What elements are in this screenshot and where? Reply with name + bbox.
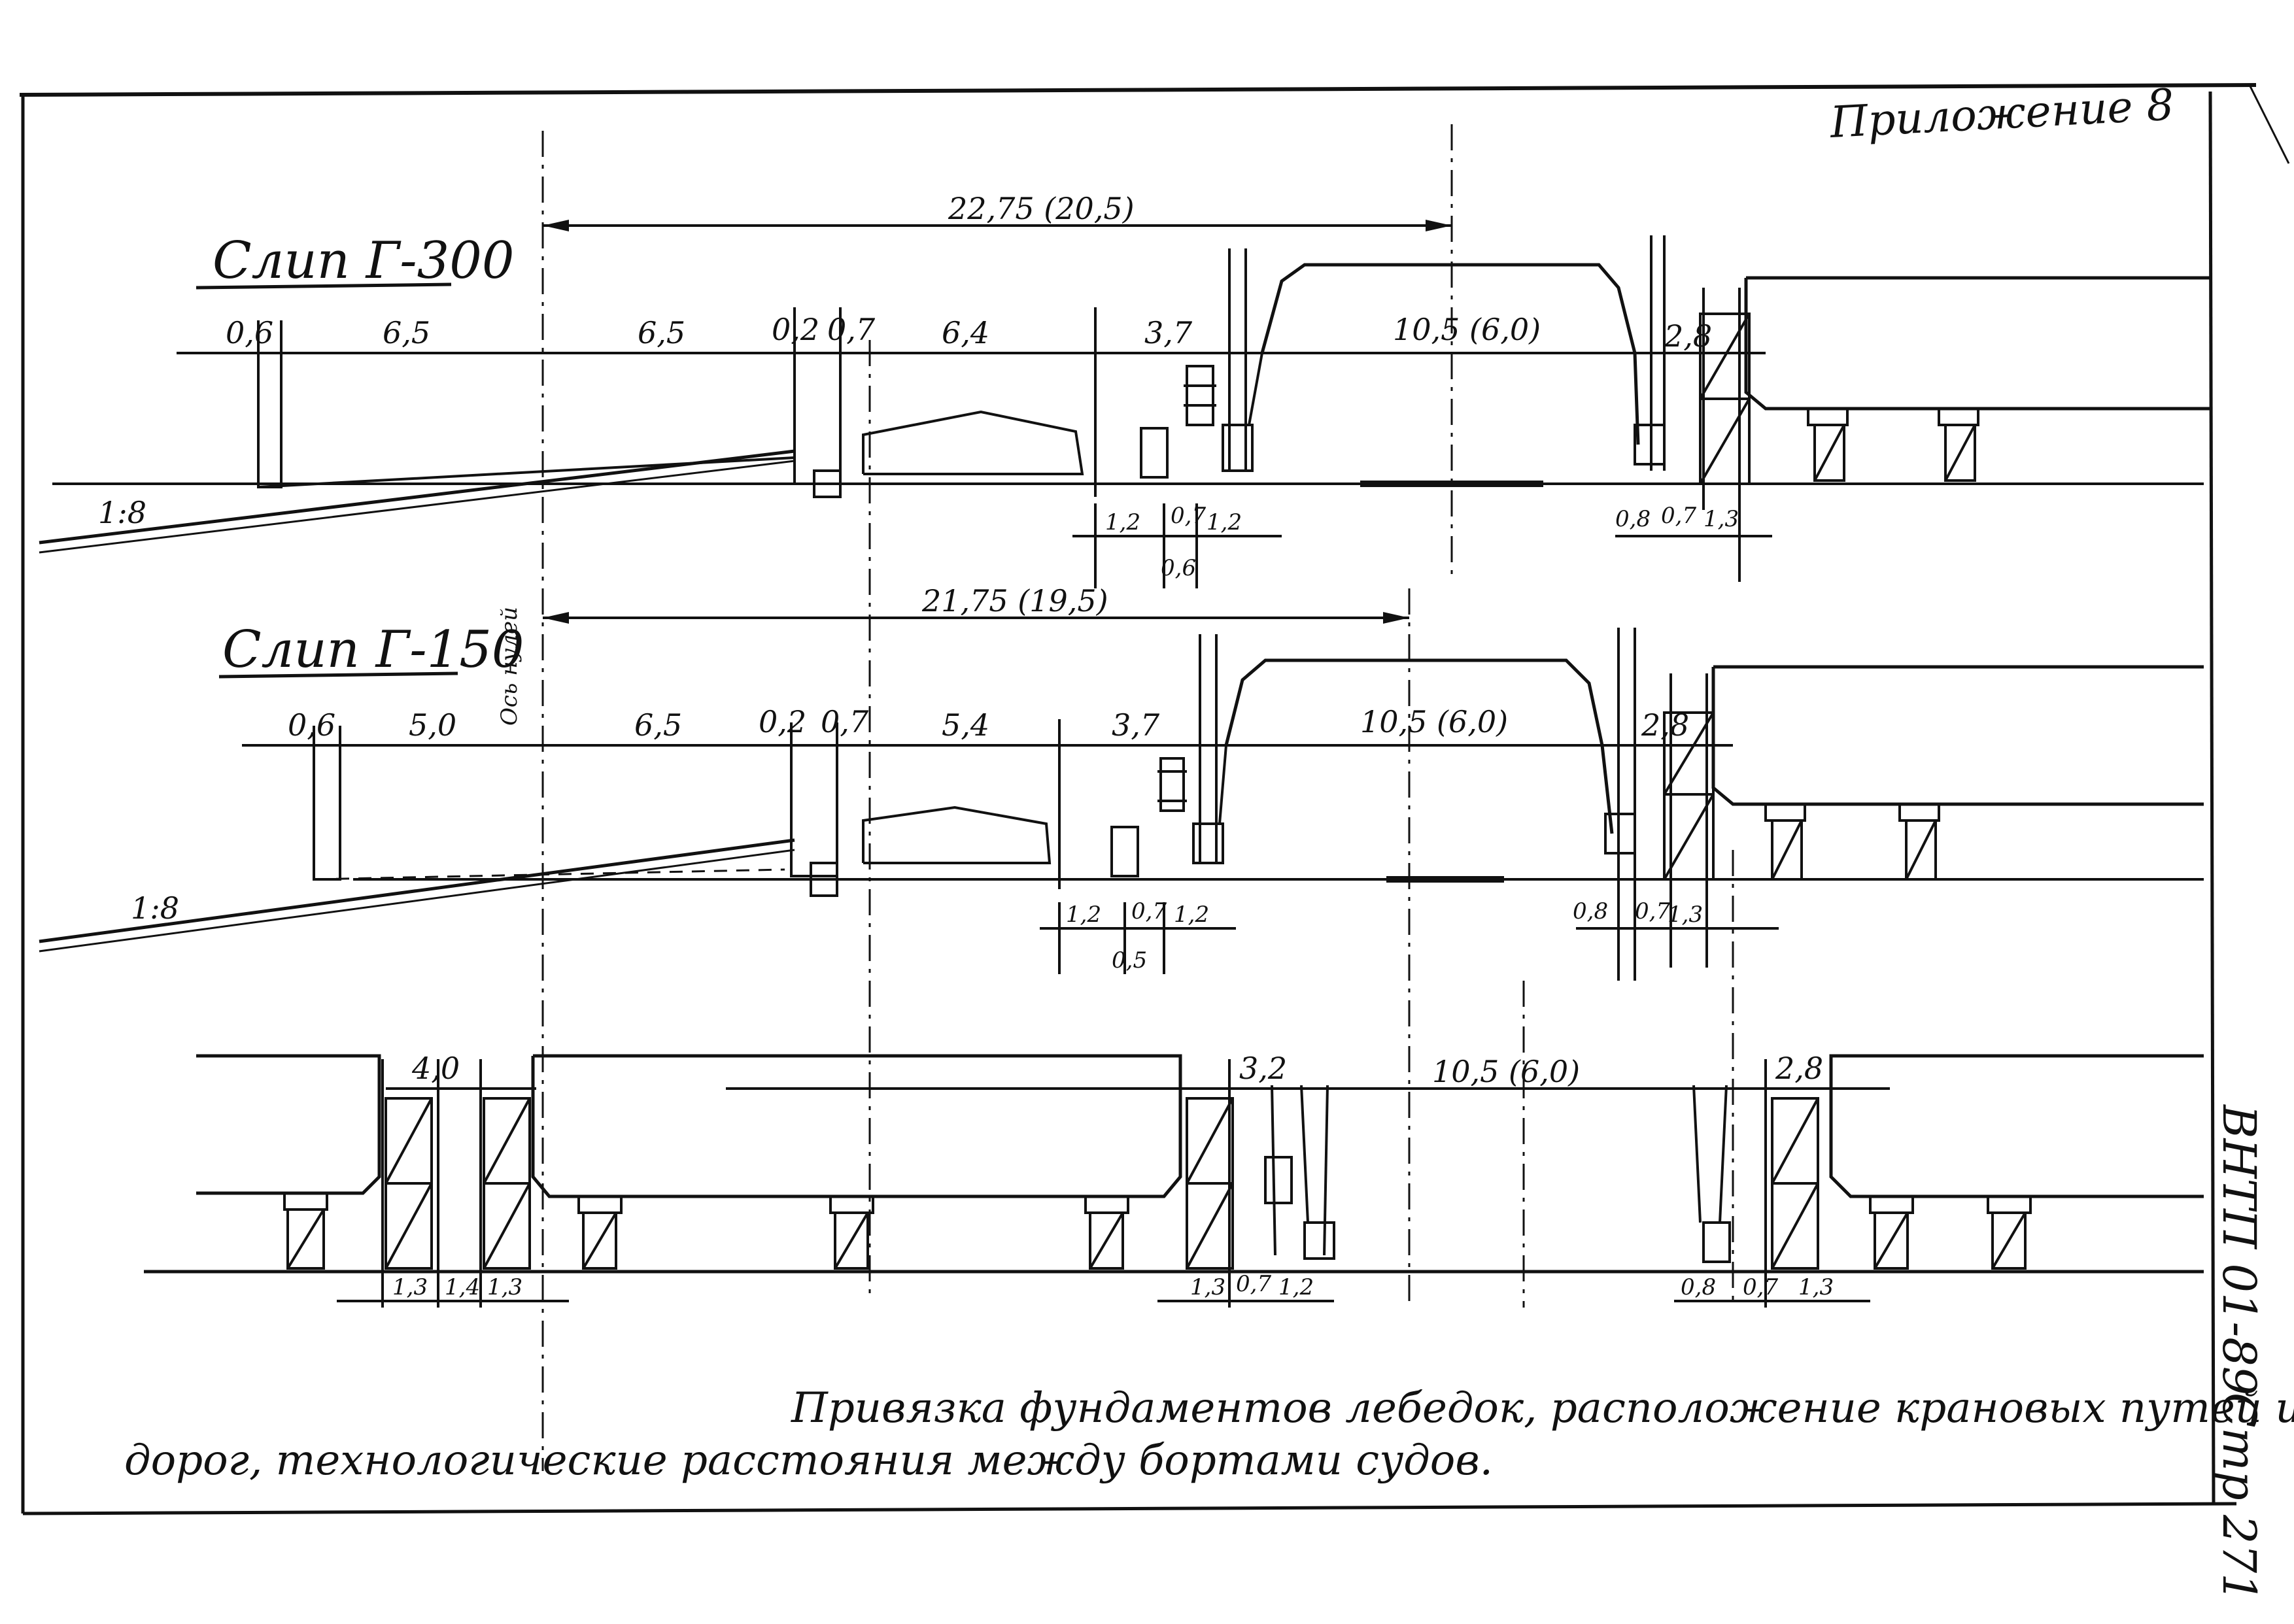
g150-dim-5: 0,7: [821, 704, 869, 739]
g300-bottom-7: 1,3: [1703, 506, 1739, 532]
g150-dim-6: 5,4: [942, 707, 989, 743]
g300-bottom-1: 1,2: [1105, 509, 1140, 535]
ships-dim-1: 4,0: [411, 1051, 460, 1086]
zero-axis-label: Ось нулей: [496, 607, 522, 726]
ships-bottom-1: 1,3: [392, 1274, 428, 1300]
g150-bottom-1: 1,2: [1066, 902, 1101, 928]
g300-dim-1: 0,6: [226, 315, 273, 350]
g150-dim-2: 5,0: [409, 707, 456, 743]
ships-bottom-3: 1,3: [487, 1274, 522, 1300]
page-number: Стр 271: [2212, 1393, 2266, 1602]
ships-bottom-7: 0,8: [1681, 1274, 1716, 1300]
slip-g150-overall-dim: 21,75 (19,5): [921, 583, 1108, 618]
caption-line-2: дорог, технологические расстояния между …: [124, 1436, 1493, 1485]
g300-dim-8: 10,5 (6,0): [1393, 312, 1541, 347]
g300-bottom-4: 0,6: [1161, 555, 1196, 581]
g300-dim-3: 6,5: [638, 315, 685, 350]
ships-bottom-8: 0,7: [1743, 1274, 1778, 1300]
slip-g300-overall-dim: 22,75 (20,5): [948, 191, 1135, 226]
g150-dim-3: 6,5: [634, 707, 682, 743]
slip-g300-section: Слип Г-300 22,75 (20,5) 0,6 6,5 6,5 0,2 …: [39, 191, 2210, 588]
g150-bottom-5: 0,8: [1573, 898, 1608, 924]
ships-dim-3: 10,5 (6,0): [1432, 1054, 1580, 1089]
ships-dim-2: 3,2: [1239, 1051, 1287, 1086]
g300-dim-2: 6,5: [383, 315, 430, 350]
g150-bottom-7: 1,3: [1668, 902, 1703, 928]
g150-dim-1: 0,6: [288, 707, 335, 743]
g150-bottom-6: 0,7: [1635, 898, 1670, 924]
g150-dim-8: 10,5 (6,0): [1360, 704, 1508, 739]
slip-g150-title: Слип Г-150: [222, 620, 524, 679]
slip-g150-section: Слип Г-150 Ось нулей 21,75 (19,5) 0,6 5,…: [39, 583, 2204, 981]
g300-bottom-2: 0,7: [1171, 503, 1206, 529]
g300-bottom-5: 0,8: [1615, 506, 1651, 532]
g300-bottom-3: 1,2: [1207, 509, 1242, 535]
document-code: ВНТП 01-89: [2212, 1104, 2266, 1395]
g300-slope: 1:8: [98, 495, 146, 530]
g150-slope: 1:8: [131, 890, 179, 926]
ships-bottom-2: 1,4: [445, 1274, 480, 1300]
ships-bottom-6: 1,2: [1278, 1274, 1314, 1300]
g150-bottom-2: 0,7: [1131, 898, 1167, 924]
appendix-label: Приложение 8: [1828, 80, 2175, 148]
g300-dim-6: 6,4: [942, 315, 989, 350]
g150-bottom-4: 0,5: [1112, 947, 1147, 973]
axis-lines: [541, 124, 1734, 1471]
g300-dim-7: 3,7: [1144, 315, 1193, 350]
g300-dim-5: 0,7: [827, 312, 876, 347]
g300-dim-9: 2,8: [1664, 318, 1712, 354]
caption-line-1: Привязка фундаментов лебедок, расположен…: [791, 1384, 2294, 1432]
ships-bottom-5: 0,7: [1236, 1271, 1271, 1297]
g150-dim-4: 0,2: [759, 704, 806, 739]
sheet-border: [19, 83, 2290, 1515]
g150-dim-7: 3,7: [1112, 707, 1160, 743]
g150-bottom-3: 1,2: [1174, 902, 1209, 928]
ship-rows-section: 4,0 3,2 10,5 (6,0) 2,8: [144, 1051, 2204, 1308]
ships-dim-4: 2,8: [1775, 1051, 1823, 1086]
g300-bottom-6: 0,7: [1661, 503, 1696, 529]
ships-bottom-4: 1,3: [1190, 1274, 1225, 1300]
ships-bottom-9: 1,3: [1798, 1274, 1834, 1300]
slip-g300-title: Слип Г-300: [213, 231, 515, 290]
